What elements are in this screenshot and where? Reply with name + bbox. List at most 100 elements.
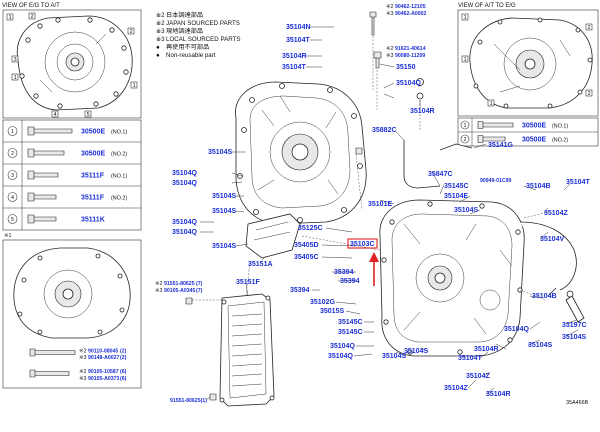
callout-35101e[interactable]: 35101E: [368, 201, 392, 208]
callout-35394[interactable]: 35394: [340, 278, 360, 285]
callout-35150[interactable]: 35150: [396, 64, 416, 71]
svg-text:※3: ※3: [79, 355, 87, 361]
svg-text:※2: ※2: [386, 4, 394, 10]
bolt-part-number[interactable]: 30500E: [81, 129, 105, 136]
callout-35847c[interactable]: 35847C: [428, 171, 453, 178]
bolt-part-number[interactable]: 30500E: [522, 123, 546, 130]
callouts: 35104N 35104T 35104R 35104T ※2 90462-121…: [172, 4, 590, 398]
callout-35405c[interactable]: 35405C: [294, 254, 319, 261]
bolt-part-number[interactable]: 91621-40614: [395, 46, 426, 52]
svg-text:5: 5: [11, 217, 14, 223]
note-mark: ※1: [4, 233, 12, 239]
bolt-part-number[interactable]: 90080-11209: [395, 53, 425, 59]
small-part-number[interactable]: 90949-01C99: [480, 178, 512, 184]
svg-text:(NO.2): (NO.2): [111, 196, 127, 202]
callout-35103c[interactable]: 35103C: [350, 241, 375, 248]
callout-35104z[interactable]: 35104Z: [544, 210, 568, 217]
callout-35104s[interactable]: 35104S: [454, 207, 478, 214]
callout-35104n[interactable]: 35104N: [286, 24, 311, 31]
svg-text:(2): (2): [120, 355, 127, 361]
bolt-table: 1 30500E (NO.1) 2 30500E (NO.2) 3 35111F…: [2, 119, 142, 231]
callout-35102g[interactable]: 35102G: [310, 299, 335, 306]
callout-35145c[interactable]: 35145C: [338, 319, 363, 326]
bolt-part-number[interactable]: 90462-A0002: [395, 11, 427, 17]
callout-35104t[interactable]: 35104T: [566, 179, 590, 186]
callout-35145c[interactable]: 35145C: [338, 329, 363, 336]
callout-35104s[interactable]: 35104S: [212, 208, 236, 215]
callout-33197c[interactable]: 33197C: [562, 322, 587, 329]
callout-35104q[interactable]: 35104Q: [330, 343, 355, 350]
bolt-part-number[interactable]: 90105-A0373: [88, 376, 120, 382]
bolt-part-number[interactable]: 35111F: [81, 195, 105, 202]
bolt-part-number[interactable]: 90462-12105: [395, 4, 426, 10]
callout-35104s[interactable]: 35104S: [528, 342, 552, 349]
callout-35015s[interactable]: 35015S: [320, 308, 344, 315]
callout-35405d[interactable]: 35405D: [294, 242, 319, 249]
callout-35104r[interactable]: 35104R: [282, 53, 307, 60]
svg-text:●: ●: [156, 44, 160, 51]
callout-35104q[interactable]: 35104Q: [172, 180, 197, 187]
oil-pipe: [519, 221, 577, 297]
callout-35104s[interactable]: 35104S: [382, 353, 406, 360]
svg-text:※3: ※3: [156, 36, 165, 43]
bolt-row: 5 35111K: [7, 214, 105, 224]
converter-housing-drawing: [16, 15, 133, 111]
svg-text:JAPAN SOURCED PARTS: JAPAN SOURCED PARTS: [166, 20, 240, 27]
oil-pan: [219, 293, 275, 407]
callout-35104q[interactable]: 35104Q: [172, 229, 197, 236]
bolt-part-number[interactable]: 91551-80625: [164, 281, 195, 287]
callout-35104e[interactable]: 35104E: [444, 193, 468, 200]
callout-35104s[interactable]: 35104S: [404, 348, 428, 355]
callout-35125c[interactable]: 35125C: [298, 225, 323, 232]
callout-35104z[interactable]: 35104Z: [444, 385, 468, 392]
svg-text:※2: ※2: [155, 281, 163, 287]
callout-35104s[interactable]: 35104S: [208, 149, 232, 156]
bolt-part-number[interactable]: 35111K: [81, 217, 105, 224]
callout-35151f[interactable]: 35151F: [236, 279, 260, 286]
callout-35104r[interactable]: 35104R: [474, 346, 499, 353]
callout-35104s[interactable]: 35104S: [212, 193, 236, 200]
callout-35104t[interactable]: 35104T: [282, 64, 306, 71]
callout-35104q[interactable]: 35104Q: [504, 326, 529, 333]
bolt-part-number[interactable]: 30500E: [522, 137, 546, 144]
bottom-bolt-number[interactable]: 91551-80625(1): [170, 398, 207, 404]
bolt-part-number[interactable]: 90105-10587: [88, 369, 119, 375]
callout-35104t[interactable]: 35104T: [458, 355, 482, 362]
svg-text:※3: ※3: [386, 11, 394, 17]
bolt-part-number[interactable]: 35111F: [81, 173, 105, 180]
callout-35151a[interactable]: 35151A: [248, 261, 273, 268]
svg-text:5: 5: [87, 112, 90, 118]
callout-35104q[interactable]: 35104Q: [328, 353, 353, 360]
callout-35104s[interactable]: 35104S: [212, 243, 236, 250]
callout-35104b[interactable]: 35104B: [526, 183, 551, 190]
callout-35104t[interactable]: 35104T: [286, 37, 310, 44]
callout-35104b[interactable]: 35104B: [532, 293, 557, 300]
callout-35104v[interactable]: 35104V: [540, 236, 564, 243]
callout-35145c[interactable]: 35145C: [444, 183, 469, 190]
left-view-panel: VIEW OF E/G TO A/T 1 2 3 1 4 5 2 1: [2, 3, 142, 389]
callout-35104q[interactable]: 35104Q: [396, 80, 421, 87]
bolt-part-number[interactable]: 90148-A0027: [88, 355, 120, 361]
svg-text:1: 1: [9, 15, 12, 21]
callout-35104r[interactable]: 35104R: [410, 108, 435, 115]
bolt-part-number[interactable]: 90110-08045: [88, 349, 118, 355]
svg-text:4: 4: [54, 112, 57, 118]
bolt-part-number[interactable]: 90105-A0345: [164, 288, 196, 294]
callout-35104q[interactable]: 35104Q: [172, 219, 197, 226]
callout-35104r[interactable]: 35104R: [486, 391, 511, 398]
bolt-row: 3 35111F (NO.1): [7, 170, 127, 180]
svg-text:(6): (6): [120, 376, 127, 382]
callout-35104q[interactable]: 35104Q: [172, 170, 197, 177]
callout-35104z[interactable]: 35104Z: [466, 373, 490, 380]
svg-text:2: 2: [130, 29, 133, 35]
right-bolt-table: 1 30500E (NO.1) 2 30500E (NO.2): [457, 117, 599, 147]
bolt-part-number[interactable]: 30500E: [81, 151, 105, 158]
callout-35104s[interactable]: 35104S: [562, 334, 586, 341]
arrow-head-icon: [369, 252, 379, 262]
callout-35394[interactable]: 35394: [334, 269, 354, 276]
callout-35141g[interactable]: 35141G: [488, 142, 513, 149]
callout-35882c[interactable]: 35882C: [372, 127, 397, 134]
callout-35394[interactable]: 35394: [290, 287, 310, 294]
svg-text:※3: ※3: [156, 28, 165, 35]
svg-text:1: 1: [14, 75, 17, 81]
